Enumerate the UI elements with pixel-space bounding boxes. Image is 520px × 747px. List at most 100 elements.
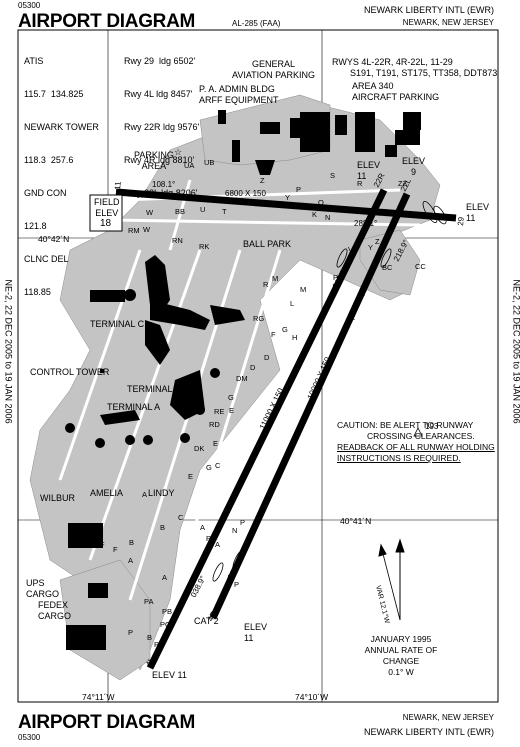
svg-text:W: W: [143, 225, 151, 234]
chart-title-top: AIRPORT DIAGRAM: [18, 11, 196, 32]
svg-text:Z: Z: [260, 176, 265, 185]
field-elev-label: FIELD ELEV: [94, 197, 120, 218]
freq-line: 118.3 257.6: [24, 155, 74, 165]
svg-text:A: A: [142, 490, 147, 499]
rwy-length-line: Rwy 4R ldg 8810': [124, 155, 195, 165]
svg-text:RD: RD: [209, 420, 220, 429]
parking-star-icon: ☆: [174, 147, 182, 157]
svg-text:RE: RE: [214, 407, 224, 416]
caution-line: CROSSING CLEARANCES.: [367, 431, 475, 441]
svg-text:F: F: [271, 330, 276, 339]
svg-text:RG: RG: [253, 314, 264, 323]
runway-4r-22l: [209, 192, 411, 620]
label-amelia: AMELIA: [90, 488, 124, 498]
svg-text:T: T: [222, 207, 227, 216]
control-tower-marker: [100, 369, 104, 373]
svg-text:CC: CC: [415, 262, 426, 271]
svg-text:R: R: [263, 280, 269, 289]
label-control-tower: CONTROL TOWER: [30, 367, 110, 377]
rwy-end-4r: 4R: [206, 609, 219, 622]
svg-text:J: J: [304, 346, 308, 355]
svg-text:BB: BB: [175, 207, 185, 216]
caution-block: CAUTION: BE ALERT TO RUNWAY CROSSING CLE…: [337, 420, 495, 464]
buildings: [65, 110, 421, 650]
hot-spots-routes: S191, T191, ST175, TT358, DDT873: [350, 68, 498, 78]
svg-text:G: G: [228, 393, 234, 402]
al-number: AL-285 (FAA): [232, 19, 281, 28]
svg-text:E: E: [188, 472, 193, 481]
location-top: NEWARK, NEW JERSEY: [402, 18, 494, 27]
freq-line: ATIS: [24, 56, 44, 66]
chart-frame: [17, 29, 499, 703]
rwy-length-line: Rwy 22R ldg 9576': [124, 122, 200, 132]
mag-var: VAR 12.1°W: [374, 585, 391, 625]
rwy-end-11: 11: [113, 181, 123, 191]
label-fedex-cargo: FEDEX CARGO: [38, 600, 72, 621]
field-elev-value: 18: [100, 218, 112, 229]
freq-line: CLNC DEL: [24, 254, 69, 264]
svg-text:R: R: [357, 179, 363, 188]
field-elev-box: [89, 194, 123, 232]
mag-rate-value: 0.1° W: [388, 667, 414, 677]
svg-text:M: M: [272, 274, 278, 283]
svg-text:RK: RK: [199, 242, 209, 251]
svg-text:UA: UA: [184, 161, 194, 170]
airport-name-top: NEWARK LIBERTY INTL (EWR): [363, 5, 494, 15]
svg-text:D: D: [264, 353, 270, 362]
svg-text:U: U: [200, 205, 205, 214]
runway-4l-22r: [146, 188, 388, 670]
svg-text:P: P: [240, 518, 245, 527]
elev-top-left: ELEV 11: [357, 160, 381, 181]
caution-line: READBACK OF ALL RUNWAY HOLDING: [337, 442, 495, 452]
location-bottom: NEWARK, NEW JERSEY: [402, 713, 494, 722]
svg-text:S: S: [330, 171, 335, 180]
freq-line: NEWARK TOWER: [24, 122, 99, 132]
svg-text:PD: PD: [154, 640, 165, 649]
label-ball-park: BALL PARK: [243, 239, 292, 249]
svg-text:FD: FD: [92, 530, 103, 539]
svg-text:RN: RN: [172, 236, 183, 245]
caution-line: CAUTION: BE ALERT TO RUNWAY: [337, 420, 474, 430]
svg-text:W: W: [146, 208, 154, 217]
label-ups-cargo: UPS CARGO: [26, 578, 60, 599]
runways: [115, 188, 457, 670]
svg-text:G: G: [282, 325, 288, 334]
elev-bottom-left: ELEV 11: [152, 670, 187, 680]
svg-text:RM: RM: [128, 226, 140, 235]
lat-4041: 40°41´N: [340, 516, 371, 526]
svg-text:PC: PC: [160, 620, 171, 629]
svg-text:L: L: [290, 299, 294, 308]
freq-line: 121.8: [24, 221, 47, 231]
frequencies-block: ATIS 115.7 134.825 NEWARK TOWER 118.3 25…: [24, 34, 99, 309]
label-wilbur: WILBUR: [40, 493, 76, 503]
rwy-length-line: Rwy 22L ldg 8206': [124, 188, 198, 198]
label-lindy: LINDY: [148, 488, 175, 498]
svg-text:Z: Z: [375, 237, 380, 246]
spot-elev-marker: [413, 427, 423, 437]
label-terminal-a: TERMINAL A: [107, 402, 161, 412]
svg-text:ZZ: ZZ: [398, 179, 408, 188]
rwy-11-29-dims: 6800 X 150: [225, 189, 266, 198]
svg-text:E: E: [213, 439, 218, 448]
svg-text:A: A: [128, 556, 133, 565]
elev-bottom-mid: ELEV 11: [244, 622, 268, 643]
rwy-length-line: Rwy 4L ldg 8457': [124, 89, 193, 99]
spot-elev: 193: [425, 422, 439, 431]
label-parking-area: PARKING AREA: [134, 150, 174, 171]
svg-text:Y: Y: [285, 193, 290, 202]
svg-text:V: V: [348, 245, 353, 254]
hdg-108: 108.1°: [152, 180, 175, 189]
svg-text:DK: DK: [194, 444, 204, 453]
svg-text:D: D: [250, 363, 256, 372]
lon-7410: 74°10´W: [295, 692, 328, 702]
svg-text:N: N: [325, 213, 330, 222]
chart-title-bottom: AIRPORT DIAGRAM: [18, 712, 196, 733]
svg-text:P: P: [234, 580, 239, 589]
svg-text:M: M: [300, 285, 306, 294]
hot-spots-runways: RWYS 4L-22R, 4R-22L, 11-29: [332, 57, 453, 67]
mag-date: JANUARY 1995: [370, 634, 432, 644]
svg-text:H: H: [292, 333, 297, 342]
label-terminal-c: TERMINAL C: [90, 319, 145, 329]
localizer-marks: [212, 201, 447, 582]
